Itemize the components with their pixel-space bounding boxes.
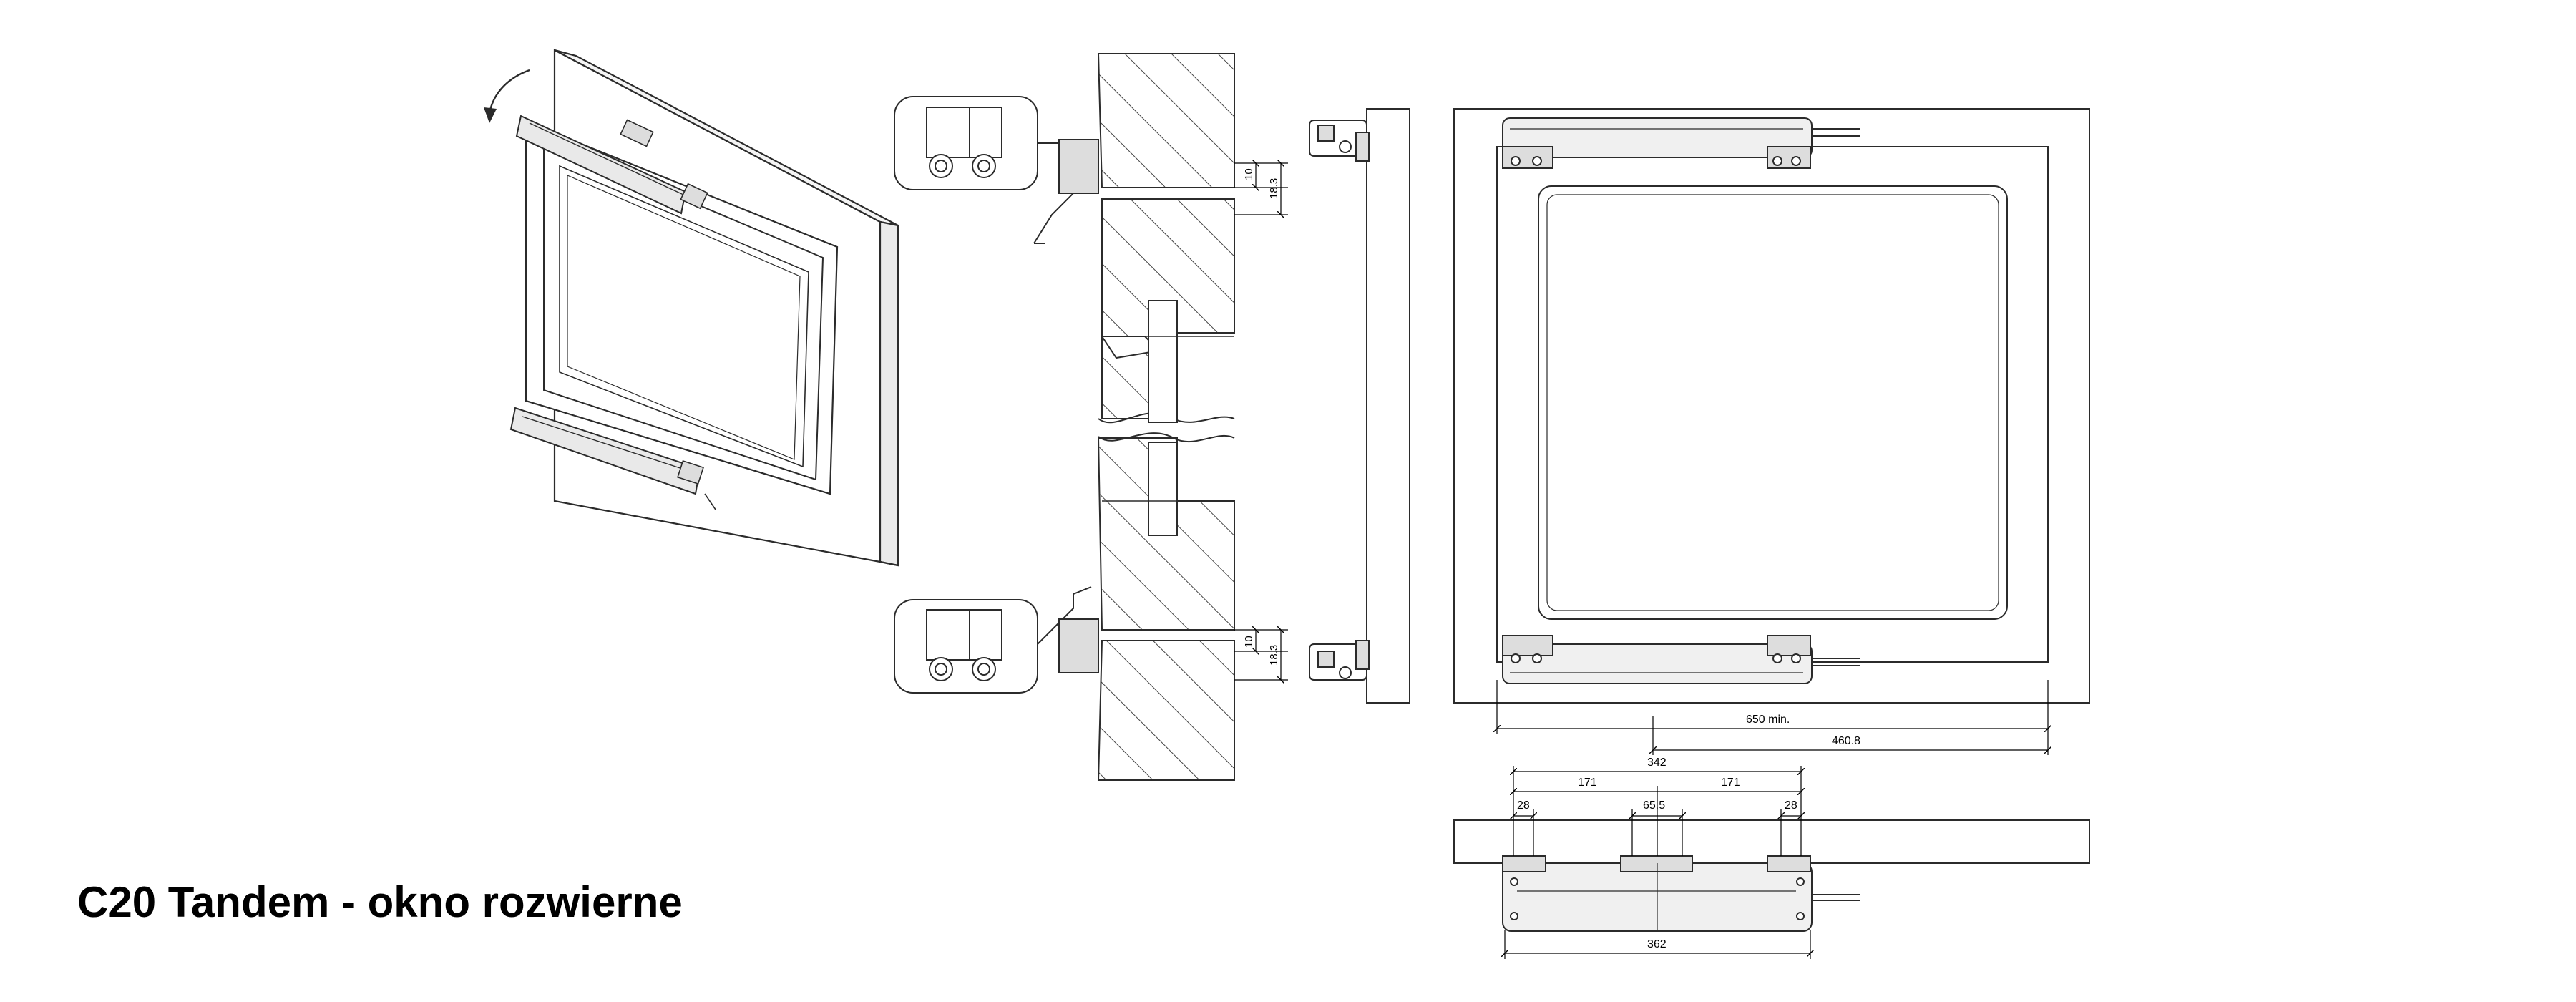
wall-section-view (1097, 53, 1235, 781)
dim-28-left: 28 (1517, 799, 1530, 812)
dim-28-right: 28 (1785, 799, 1797, 812)
dim-171-right: 171 (1721, 777, 1740, 789)
plan-view-dimensions (1505, 766, 1810, 959)
lower-bracket-section (894, 586, 1099, 694)
dim-362: 362 (1647, 938, 1667, 950)
side-elevation-view (1309, 108, 1410, 704)
dim-342: 342 (1647, 757, 1667, 769)
front-window-view (1453, 108, 2090, 704)
dim-section-upper-10: 10 (1243, 168, 1255, 180)
dim-460-8: 460.8 (1832, 735, 1860, 747)
section-dimensions (1234, 163, 1288, 680)
plan-view (1453, 819, 2090, 932)
upper-bracket-section (894, 96, 1099, 244)
dim-section-lower-10: 10 (1243, 636, 1255, 648)
dim-section-upper-18-3: 18.3 (1268, 178, 1280, 199)
page-title: C20 Tandem - okno rozwierne (77, 878, 683, 926)
dim-650-min: 650 min. (1746, 714, 1790, 726)
perspective-window-view (484, 49, 899, 567)
dim-171-left: 171 (1578, 777, 1597, 789)
dim-section-lower-18-3: 18.3 (1268, 645, 1280, 666)
front-view-dimensions (1497, 680, 2048, 755)
dim-65-5: 65.5 (1643, 799, 1665, 812)
